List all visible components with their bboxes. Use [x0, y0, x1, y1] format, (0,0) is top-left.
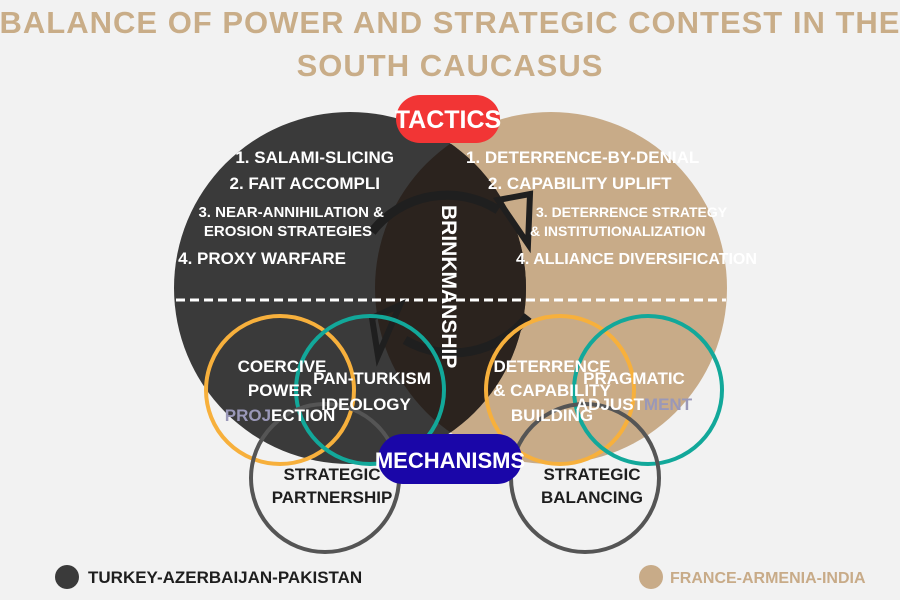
mechanisms-badge: MECHANISMS	[375, 434, 525, 484]
right-tactic-3a: 3. DETERRENCE STRATEGY	[536, 204, 728, 220]
right-tactic-4: 4. ALLIANCE DIVERSIFICATION	[516, 251, 757, 268]
pragmatic-white-part: ADJUST	[576, 395, 645, 414]
legend-label-france-armenia-india: FRANCE-ARMENIA-INDIA	[670, 570, 866, 587]
legend-tan-swatch	[639, 565, 663, 589]
pragmatic-adjustment-circle	[572, 314, 724, 466]
left-tactic-3a: 3. NEAR-ANNIHILATION &	[198, 204, 384, 221]
left-tactic-1: 1. SALAMI-SLICING	[235, 148, 394, 167]
right-tactic-2: 2. CAPABILITY UPLIFT	[488, 174, 672, 193]
mechanisms-label: MECHANISMS	[375, 448, 525, 473]
coercive-muted-part: PROJ	[225, 406, 271, 425]
panturkism-line-1: PAN-TURKISM	[313, 369, 431, 388]
pragmatic-muted-part: MENT	[644, 395, 693, 414]
partnership-line-1: STRATEGIC	[284, 465, 381, 484]
tactics-label: TACTICS	[395, 106, 501, 134]
deterrence-line-2: & CAPABILITY	[493, 381, 611, 400]
pragmatic-line-2: ADJUSTMENT	[576, 395, 693, 414]
brinkmanship-label: BRINKMANSHIP	[437, 205, 460, 368]
coercive-line-1: COERCIVE	[238, 357, 327, 376]
right-tactic-1: 1. DETERRENCE-BY-DENIAL	[466, 148, 699, 167]
left-tactic-2: 2. FAIT ACCOMPLI	[230, 174, 381, 193]
right-tactic-3b: & INSTITUTIONALIZATION	[530, 223, 706, 239]
legend-label-turkey-azerbaijan-pakistan: TURKEY-AZERBAIJAN-PAKISTAN	[88, 568, 362, 587]
title-line-2: SOUTH CAUCASUS	[297, 48, 604, 83]
balancing-line-2: BALANCING	[541, 488, 643, 507]
coercive-white-part: ECTION	[271, 406, 335, 425]
deterrence-line-1: DETERRENCE	[493, 357, 610, 376]
coercive-line-2: POWER	[248, 381, 312, 400]
balancing-line-1: STRATEGIC	[544, 465, 641, 484]
tactics-badge: TACTICS	[395, 95, 501, 143]
legend-dark-swatch	[55, 565, 79, 589]
coercive-line-3: PROJECTION	[225, 406, 336, 425]
panturkism-line-2: IDEOLOGY	[321, 395, 411, 414]
partnership-line-2: PARTNERSHIP	[272, 488, 393, 507]
coercive-power-circle	[204, 314, 356, 466]
left-tactic-4: 4. PROXY WARFARE	[178, 249, 346, 268]
deterrence-capability-circle	[484, 314, 636, 466]
legend: TURKEY-AZERBAIJAN-PAKISTAN FRANCE-ARMENI…	[55, 565, 866, 589]
title-line-1: BALANCE OF POWER AND STRATEGIC CONTEST I…	[0, 5, 900, 40]
deterrence-line-3: BUILDING	[511, 406, 593, 425]
left-tactic-3b: EROSION STRATEGIES	[204, 223, 372, 240]
pragmatic-line-1: PRAGMATIC	[583, 369, 685, 388]
pan-turkism-circle	[294, 314, 446, 466]
